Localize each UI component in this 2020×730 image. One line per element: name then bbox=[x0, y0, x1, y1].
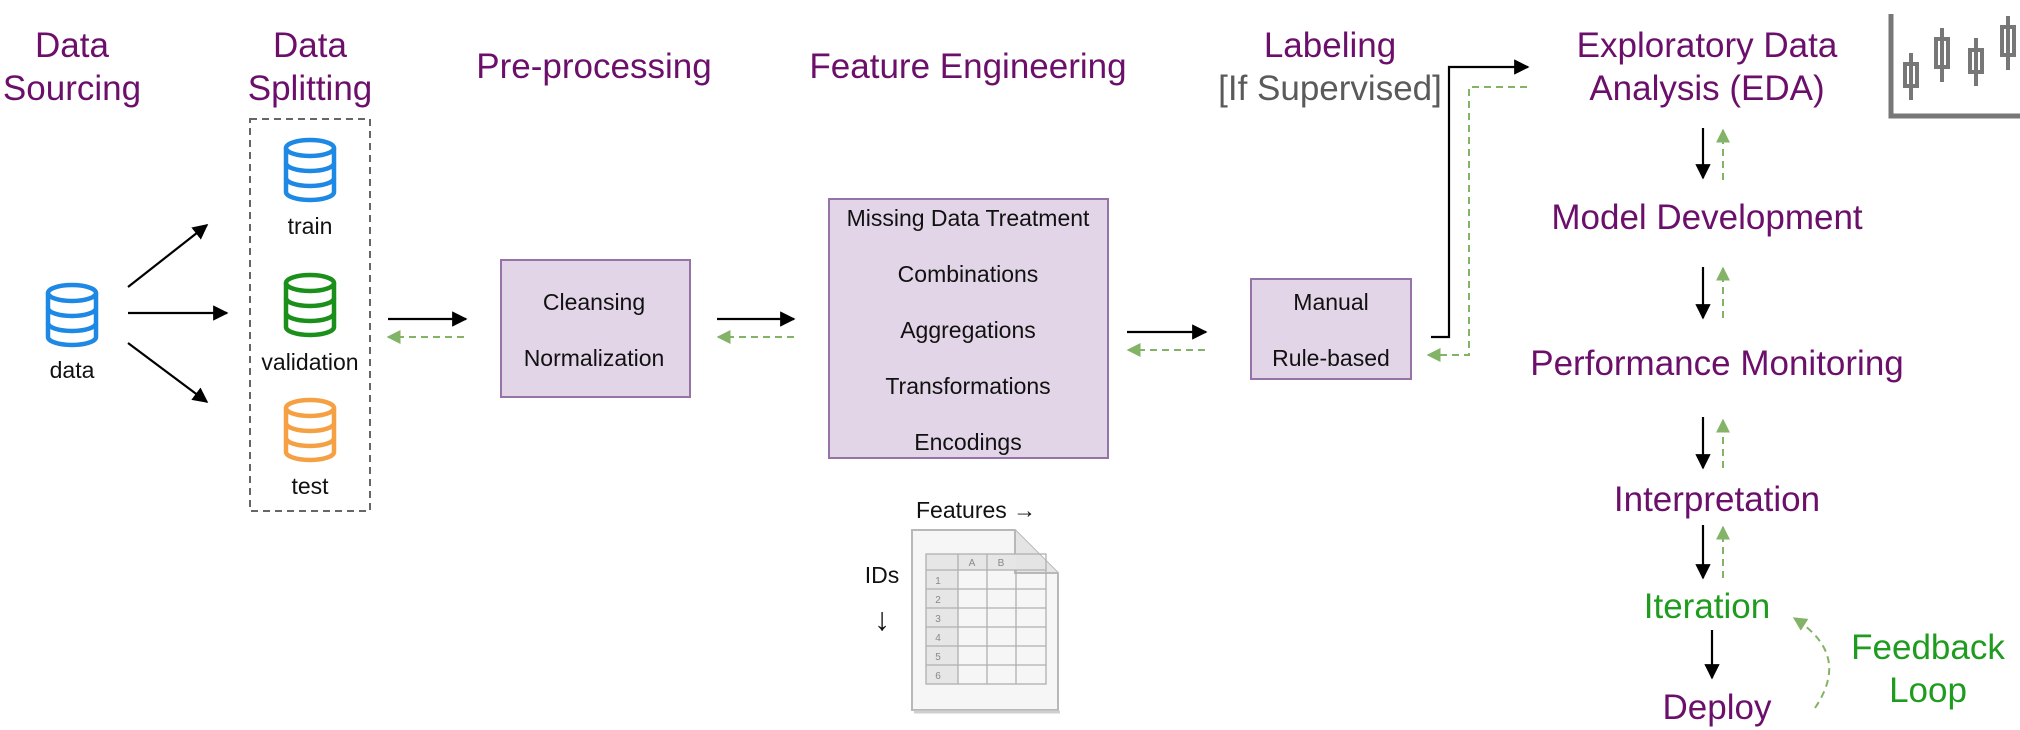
stage-data-sourcing-line2: Sourcing bbox=[3, 69, 141, 108]
stage-model-development: Model Development bbox=[1551, 198, 1863, 237]
table-column-header: B bbox=[998, 558, 1005, 569]
stage-interpretation: Interpretation bbox=[1614, 480, 1820, 519]
stage-deploy: Deploy bbox=[1663, 688, 1772, 727]
spreadsheet-icon: A B 1 2 3 4 5 6 bbox=[911, 529, 1060, 714]
feedback-loop-arrow bbox=[1792, 617, 1831, 709]
feedback-loop-line1: Feedback bbox=[1851, 628, 2005, 667]
features-axis-label: Features → bbox=[916, 497, 1036, 523]
ids-axis-label: IDs bbox=[865, 562, 900, 588]
table-row-header: 1 bbox=[935, 576, 941, 587]
stage-data-splitting-line1: Data bbox=[273, 26, 347, 65]
table-row-header: 6 bbox=[935, 671, 941, 682]
table-row-header: 5 bbox=[935, 652, 941, 663]
feature-step: Combinations bbox=[898, 261, 1039, 287]
feature-step: Missing Data Treatment bbox=[847, 205, 1090, 231]
stage-feature-engineering: Feature Engineering bbox=[809, 47, 1126, 86]
stage-labeling: Labeling bbox=[1264, 26, 1396, 65]
table-column-header: A bbox=[969, 558, 976, 569]
split-container bbox=[249, 118, 371, 512]
feature-step: Encodings bbox=[914, 429, 1021, 455]
database-icon-test bbox=[286, 400, 334, 460]
stage-data-sourcing-line1: Data bbox=[35, 26, 109, 65]
table-row-header: 4 bbox=[935, 633, 941, 644]
table-row-header: 3 bbox=[935, 614, 941, 625]
stage-eda-line1: Exploratory Data bbox=[1577, 26, 1838, 65]
split-arrow-train bbox=[127, 224, 209, 288]
dataset-source-label: data bbox=[50, 357, 95, 383]
labeling-box bbox=[1250, 278, 1412, 380]
feedback-loop-line2: Loop bbox=[1889, 671, 1967, 710]
preprocessing-step: Normalization bbox=[524, 345, 665, 371]
feature-step: Aggregations bbox=[900, 317, 1036, 343]
split-arrow-test bbox=[127, 342, 209, 403]
stage-iteration: Iteration bbox=[1644, 587, 1770, 626]
dataset-test-label: test bbox=[291, 473, 329, 499]
preprocessing-box bbox=[500, 259, 691, 398]
labeling-method: Rule-based bbox=[1272, 345, 1390, 371]
feature-step: Transformations bbox=[885, 373, 1050, 399]
stage-performance-monitoring: Performance Monitoring bbox=[1530, 344, 1904, 383]
database-icon-validation bbox=[286, 275, 334, 335]
preprocessing-step: Cleansing bbox=[543, 289, 645, 315]
feedback-arrow-labeling bbox=[1426, 86, 1527, 362]
database-icon-train bbox=[286, 140, 334, 200]
dataset-train-label: train bbox=[288, 213, 333, 239]
candlestick-chart-icon bbox=[1888, 14, 2020, 119]
ids-arrow: ↓ bbox=[874, 601, 890, 637]
database-icon-source bbox=[48, 285, 96, 345]
labeling-note: [If Supervised] bbox=[1218, 69, 1442, 108]
stage-preprocessing: Pre-processing bbox=[476, 47, 711, 86]
feature-engineering-box bbox=[828, 198, 1109, 459]
arrow-to-eda bbox=[1431, 59, 1530, 339]
labeling-method: Manual bbox=[1293, 289, 1368, 315]
stage-eda-line2: Analysis (EDA) bbox=[1589, 69, 1824, 108]
table-row-header: 2 bbox=[935, 595, 941, 606]
stage-data-splitting-line2: Splitting bbox=[248, 69, 373, 108]
dataset-validation-label: validation bbox=[261, 349, 358, 375]
